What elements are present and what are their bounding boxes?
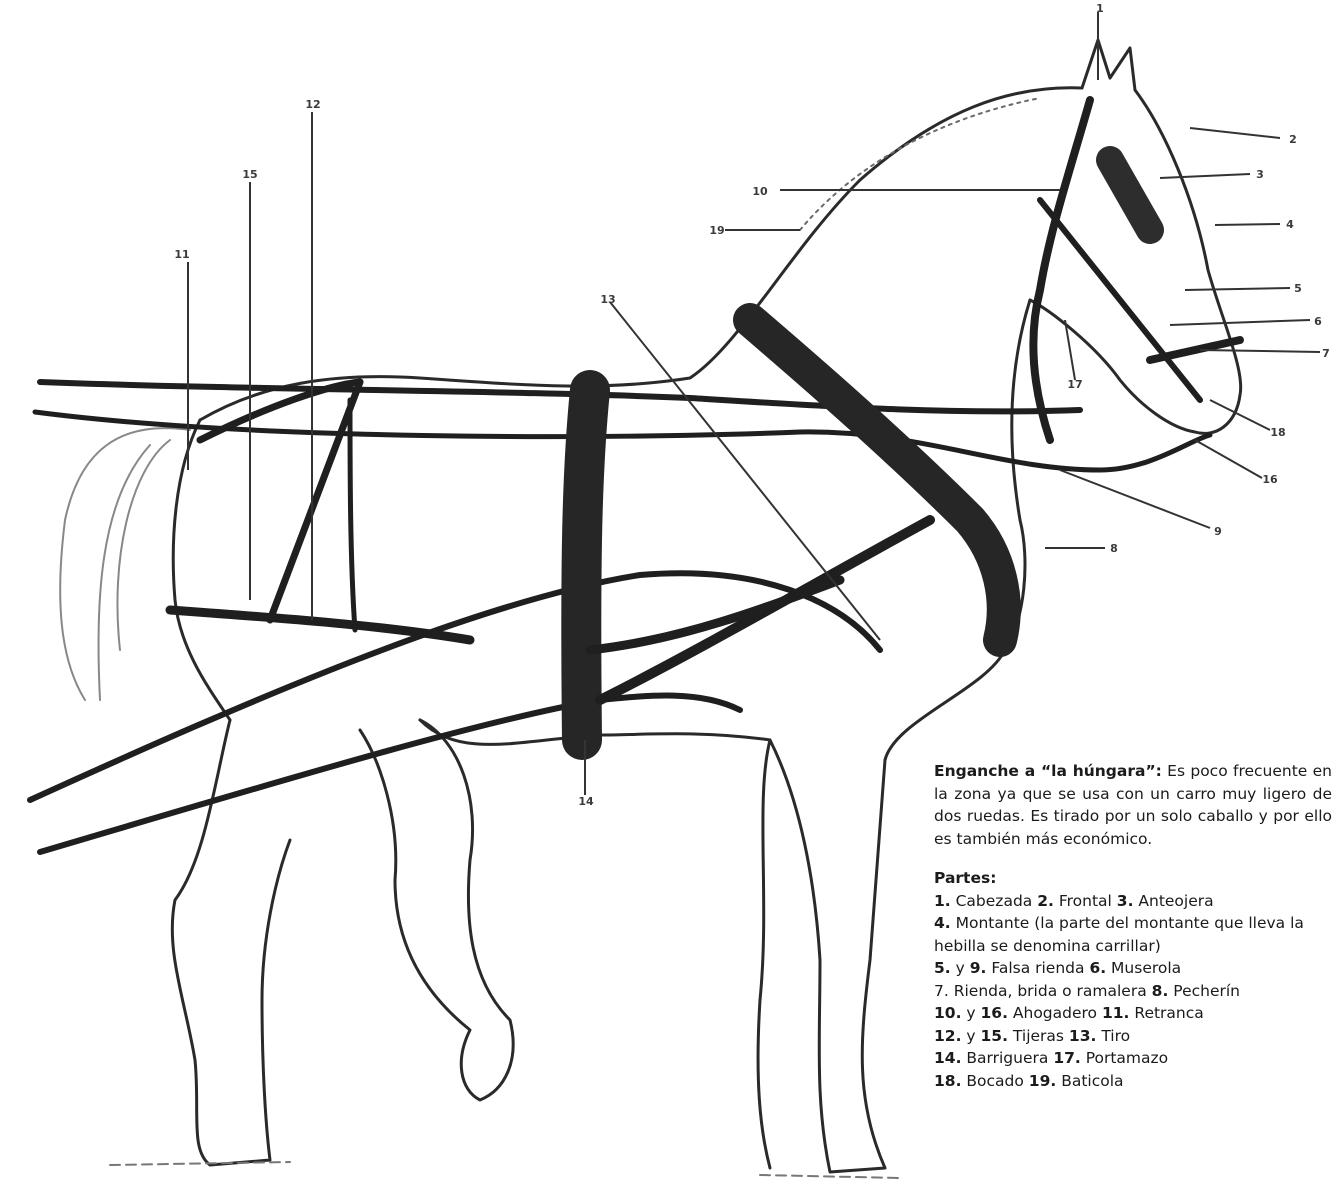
parts-list-item: 10. y 16. Ahogadero 11. Retranca <box>934 1002 1332 1025</box>
part-number: 16. <box>981 1004 1008 1022</box>
callout-line-9 <box>1060 470 1210 528</box>
parts-list-item: 7. Rienda, brida o ramalera 8. Pecherín <box>934 980 1332 1003</box>
horse-hind-leg-raised <box>360 720 513 1100</box>
horse-face <box>1030 90 1241 433</box>
part-name: Tiro <box>1096 1027 1130 1045</box>
part-number: 1. <box>934 892 951 910</box>
horse-tail <box>60 428 190 700</box>
part-name: Frontal <box>1054 892 1117 910</box>
harness-straps <box>30 100 1240 852</box>
horse-hind-leg-standing <box>172 720 290 1165</box>
part-number: 14. <box>934 1049 961 1067</box>
part-name: Montante (la parte del montante que llev… <box>934 914 1304 955</box>
part-name: Ahogadero <box>1008 1004 1102 1022</box>
part-name: Barriguera <box>961 1049 1053 1067</box>
part-name: y <box>961 1004 980 1022</box>
callout-label-1: 1 <box>1096 2 1104 15</box>
callout-line-2 <box>1190 128 1280 138</box>
parts-list-item: 1. Cabezada 2. Frontal 3. Anteojera <box>934 890 1332 913</box>
callout-line-5 <box>1185 288 1290 290</box>
horse-back-outline <box>200 88 1082 420</box>
part-number: 18. <box>934 1072 961 1090</box>
horse-mane <box>800 98 1040 230</box>
horse-front-leg-near <box>770 740 885 1172</box>
part-name: Retranca <box>1129 1004 1203 1022</box>
callout-label-4: 4 <box>1286 218 1294 231</box>
shaft-lower <box>40 696 740 852</box>
parts-list-item: 5. y 9. Falsa rienda 6. Muserola <box>934 957 1332 980</box>
callout-label-17: 17 <box>1067 378 1082 391</box>
callout-line-18 <box>1210 400 1270 430</box>
part-name: Portamazo <box>1081 1049 1168 1067</box>
callout-line-7 <box>1200 350 1320 352</box>
part-name: Bocado <box>961 1072 1028 1090</box>
callout-label-16: 16 <box>1262 473 1278 486</box>
part-number: 17. <box>1053 1049 1080 1067</box>
callout-line-3 <box>1160 174 1250 178</box>
part-name: Cabezada <box>951 892 1038 910</box>
blinker <box>1110 160 1150 230</box>
part-number: 15. <box>981 1027 1008 1045</box>
part-name: Tijeras <box>1008 1027 1069 1045</box>
reins-line-lower <box>35 412 1210 470</box>
callout-label-14: 14 <box>578 795 594 808</box>
callout-label-5: 5 <box>1294 282 1302 295</box>
part-name: Pecherín <box>1168 982 1240 1000</box>
callout-label-6: 6 <box>1314 315 1322 328</box>
bridle-throatlatch <box>1040 200 1200 400</box>
callout-label-19: 19 <box>709 224 724 237</box>
part-name: y <box>951 959 970 977</box>
part-name: Muserola <box>1106 959 1181 977</box>
hip-strap-diagonal <box>270 382 360 620</box>
part-name: y <box>961 1027 980 1045</box>
saddle-girth-band <box>581 390 590 740</box>
description-panel: Enganche a “la húngara”: Es poco frecuen… <box>934 760 1332 1092</box>
callout-label-13: 13 <box>600 293 615 306</box>
part-number: 6. <box>1089 959 1106 977</box>
description-title: Enganche a “la húngara”: <box>934 762 1162 780</box>
horse-front-leg-far <box>758 740 770 1168</box>
callout-line-16 <box>1195 440 1262 478</box>
callout-label-18: 18 <box>1270 426 1285 439</box>
callout-label-8: 8 <box>1110 542 1118 555</box>
part-number: 2. <box>1037 892 1054 910</box>
callout-line-4 <box>1215 224 1280 225</box>
part-number: 9. <box>970 959 987 977</box>
callout-label-7: 7 <box>1322 347 1330 360</box>
part-name: Falsa rienda <box>986 959 1089 977</box>
parts-heading: Partes: <box>934 867 1332 890</box>
horse-rump <box>173 420 230 720</box>
callout-label-11: 11 <box>174 248 189 261</box>
callout-line-13 <box>610 302 880 640</box>
parts-list-item: 14. Barriguera 17. Portamazo <box>934 1047 1332 1070</box>
part-name: 7. Rienda, brida o ramalera <box>934 982 1152 1000</box>
part-number: 8. <box>1152 982 1169 1000</box>
callout-label-10: 10 <box>752 185 768 198</box>
part-number: 12. <box>934 1027 961 1045</box>
breeching-strap <box>170 610 470 640</box>
parts-list-item: 18. Bocado 19. Baticola <box>934 1070 1332 1093</box>
part-number: 4. <box>934 914 951 932</box>
callout-label-12: 12 <box>305 98 320 111</box>
part-number: 5. <box>934 959 951 977</box>
callout-label-2: 2 <box>1289 133 1297 146</box>
callout-label-9: 9 <box>1214 525 1222 538</box>
callout-label-3: 3 <box>1256 168 1264 181</box>
description-paragraph: Enganche a “la húngara”: Es poco frecuen… <box>934 760 1332 850</box>
part-number: 10. <box>934 1004 961 1022</box>
parts-list-item: 12. y 15. Tijeras 13. Tiro <box>934 1025 1332 1048</box>
part-number: 13. <box>1069 1027 1096 1045</box>
callout-label-15: 15 <box>242 168 257 181</box>
parts-list-item: 4. Montante (la parte del montante que l… <box>934 912 1332 957</box>
parts-list: 1. Cabezada 2. Frontal 3. Anteojera4. Mo… <box>934 890 1332 1093</box>
horse-ears <box>1082 40 1135 90</box>
part-number: 11. <box>1102 1004 1129 1022</box>
part-name: Anteojera <box>1133 892 1213 910</box>
callout-line-6 <box>1170 320 1310 325</box>
part-number: 3. <box>1117 892 1134 910</box>
part-number: 19. <box>1029 1072 1056 1090</box>
part-name: Baticola <box>1056 1072 1123 1090</box>
